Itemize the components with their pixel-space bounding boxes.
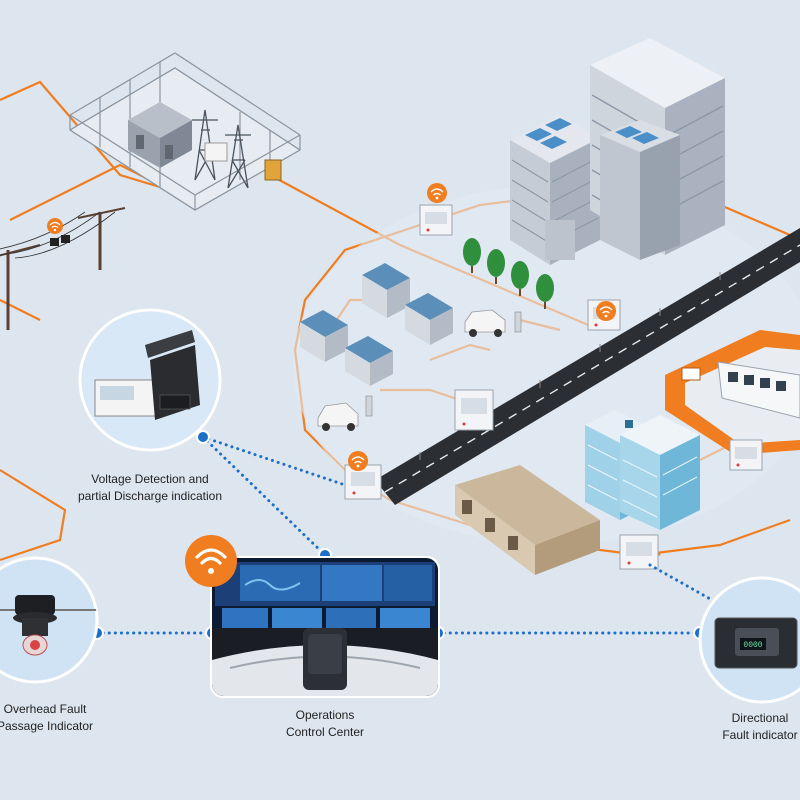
wifi-icon — [348, 451, 368, 471]
wifi-icon — [185, 535, 237, 587]
communication-links — [95, 435, 714, 635]
monitor-wall-icon — [215, 562, 435, 628]
overhead-fault-label: Overhead Fault Passage Indicator — [0, 701, 145, 735]
overhead-fault-line2: Passage Indicator — [0, 719, 94, 733]
wifi-badges — [348, 183, 616, 471]
voltage-detection-label: Voltage Detection and partial Discharge … — [40, 471, 260, 505]
directional-fault-line2: Fault indicator — [722, 728, 798, 742]
sensor-box — [344, 464, 382, 500]
metro-station — [665, 330, 800, 455]
highway — [375, 228, 800, 505]
directional-fault-callout: 0000 — [698, 576, 800, 704]
voltage-detection-line2: partial Discharge indication — [77, 489, 223, 503]
metro-train-icon — [717, 361, 800, 419]
car-icon — [317, 309, 522, 431]
warehouse-icon — [300, 263, 453, 386]
sensor-box — [729, 439, 763, 471]
directional-fault-line1: Directional — [731, 711, 789, 725]
wifi-icon — [47, 218, 63, 234]
sensor-box — [454, 389, 494, 431]
operations-center-line2: Control Center — [285, 725, 365, 739]
operations-center-label: Operations Control Center — [245, 707, 405, 741]
warehouse-icon — [455, 465, 600, 575]
voltage-detection-line1: Voltage Detection and — [91, 472, 209, 486]
overhead-fault-line1: Overhead Fault — [3, 702, 87, 716]
office-building-icon — [510, 38, 725, 265]
sensor-box — [619, 534, 659, 570]
sensor-boxes — [344, 204, 763, 570]
office-building-icon — [585, 410, 700, 530]
substation — [69, 52, 301, 211]
utility-pole-icon — [6, 212, 102, 330]
wifi-icon — [427, 183, 447, 203]
operations-control-center — [185, 535, 440, 698]
device-display: 0000 — [743, 641, 762, 650]
operations-center-line1: Operations — [295, 708, 355, 722]
substation-icon — [128, 102, 192, 168]
overhead-line — [0, 207, 126, 330]
sensor-box — [419, 204, 453, 236]
overhead-fault-callout — [0, 556, 99, 684]
tree-icon — [463, 238, 554, 309]
wifi-icon — [596, 301, 616, 321]
voltage-detection-callout — [78, 308, 222, 452]
directional-fault-label: Directional Fault indicator — [680, 710, 800, 744]
